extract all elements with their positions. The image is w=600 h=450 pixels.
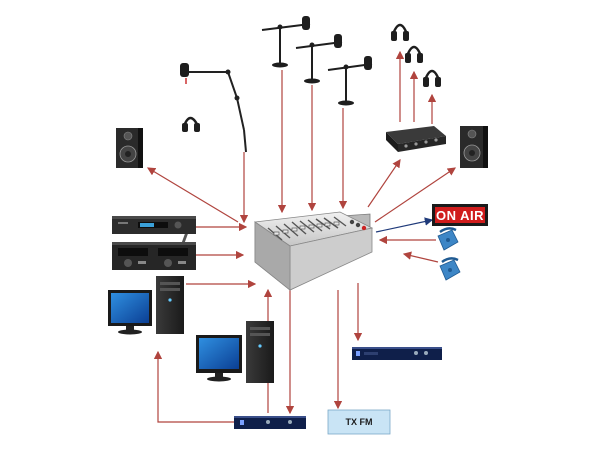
arrow-processor-to-pc-left xyxy=(153,350,234,423)
arrow-mixer-to-headphone-amp xyxy=(367,159,401,208)
headphones-1-icon xyxy=(391,23,409,41)
arrow-mixer-to-on-air xyxy=(375,217,434,233)
arrow-phone-2-to-mixer xyxy=(402,251,439,263)
microphone-stand-1-icon xyxy=(261,16,311,68)
telephone-1-icon xyxy=(437,227,459,251)
headphones-left-icon xyxy=(182,116,200,132)
rack-processor-right-icon xyxy=(352,347,442,360)
on-air-label: ON AIR xyxy=(436,208,484,223)
arrow-mixer-to-speaker-left xyxy=(146,167,239,223)
headphones-3-icon xyxy=(423,69,441,87)
mixer-console-icon xyxy=(179,211,374,291)
desktop-computer-left-icon xyxy=(108,276,184,335)
telephone-2-icon xyxy=(439,257,461,281)
cd-player-icon xyxy=(112,216,196,234)
microphone-stand-2-icon xyxy=(295,34,343,84)
speaker-left-icon xyxy=(116,128,143,168)
headphone-amplifier-icon xyxy=(386,126,446,152)
tx-fm-box: TX FM xyxy=(327,409,391,435)
on-air-sign-icon: ON AIR xyxy=(432,204,488,226)
headphones-2-icon xyxy=(405,45,423,63)
microphone-boom-arm-icon xyxy=(180,63,247,153)
desktop-computer-center-icon xyxy=(196,321,274,383)
microphone-stand-3-icon xyxy=(327,56,373,106)
tx-fm-label: TX FM xyxy=(346,417,373,427)
arrow-mixer-to-speaker-right xyxy=(374,167,456,223)
speaker-right-icon xyxy=(460,126,488,168)
dual-cd-player-icon xyxy=(112,242,196,270)
connection-arrows xyxy=(146,50,456,423)
rack-processor-bottom-icon xyxy=(234,416,306,429)
